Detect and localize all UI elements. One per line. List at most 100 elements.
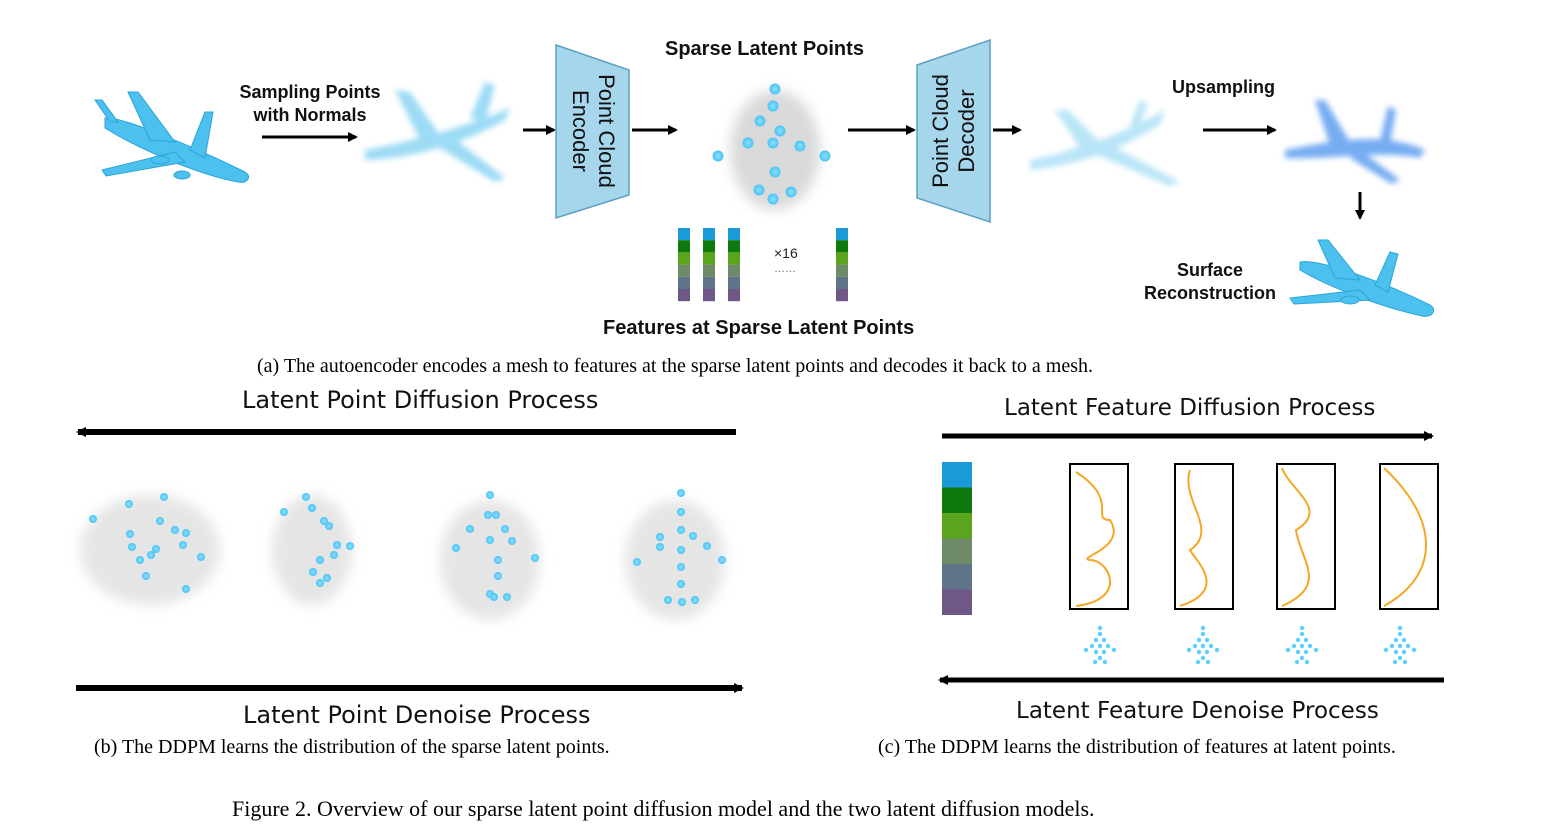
caption-a: (a) The autoencoder encodes a mesh to fe…	[257, 355, 1093, 377]
mini-point	[1097, 655, 1103, 661]
mini-point	[1102, 659, 1108, 665]
feature-cell	[678, 289, 690, 302]
feature-cell	[836, 252, 848, 265]
feature-column	[836, 228, 848, 302]
feature-cell	[678, 228, 690, 241]
distribution-curves	[1075, 467, 1427, 607]
mini-point	[1299, 625, 1305, 631]
feature-cell-large	[942, 564, 972, 590]
mini-point	[1402, 659, 1408, 665]
feature-cell	[728, 252, 740, 265]
sampling-label-line1: Sampling Points	[239, 82, 381, 102]
mini-point	[1204, 637, 1210, 643]
mini-point	[1294, 659, 1300, 665]
upsampling-label: Upsampling	[1172, 77, 1276, 97]
surface-label-line2: Reconstruction	[1143, 283, 1276, 303]
feature-cell	[703, 252, 715, 265]
airplane-reconstructed-mesh-icon	[1289, 239, 1435, 317]
panel-b-point-sets	[80, 489, 726, 620]
mini-point	[1295, 637, 1301, 643]
mini-point	[1093, 637, 1099, 643]
feature-cell	[703, 276, 715, 289]
feature-cell	[678, 240, 690, 253]
airplane-decoded-pointcloud-icon	[1030, 100, 1180, 186]
latent-point-denoise-label: Latent Point Denoise Process	[243, 701, 591, 729]
distribution-boxes	[1069, 463, 1439, 610]
mini-point	[1101, 649, 1107, 655]
mini-point	[1401, 649, 1407, 655]
mini-point	[1304, 659, 1310, 665]
mini-point	[1299, 631, 1305, 637]
feature-cell-large	[942, 589, 972, 615]
mini-point	[1208, 643, 1214, 649]
mini-point	[1295, 649, 1301, 655]
mini-point	[1383, 647, 1389, 653]
mini-point	[1393, 637, 1399, 643]
feature-cell	[678, 252, 690, 265]
feature-column	[678, 228, 690, 302]
times16-label: ×16	[774, 245, 798, 261]
feature-column	[728, 228, 740, 302]
caption-c: (c) The DDPM learns the distribution of …	[878, 736, 1396, 758]
encoder-label: Point Cloud Encoder	[567, 74, 619, 188]
encoder-label-line1: Point Cloud	[594, 74, 619, 188]
mini-point	[1205, 659, 1211, 665]
mini-point	[1089, 643, 1095, 649]
mini-point	[1200, 625, 1206, 631]
feature-columns-holder	[678, 228, 848, 302]
feature-cell	[728, 264, 740, 277]
feature-cell	[678, 276, 690, 289]
feature-cell	[728, 276, 740, 289]
feature-cell	[836, 264, 848, 277]
feature-cell-large	[942, 487, 972, 513]
mini-point	[1093, 649, 1099, 655]
feature-cell	[728, 228, 740, 241]
feature-cell-large	[942, 538, 972, 564]
latent-point-diffusion-label: Latent Point Diffusion Process	[242, 386, 599, 414]
mini-point	[1397, 631, 1403, 637]
decoder-label-line2: Decoder	[954, 89, 979, 173]
sparse-latent-points-label: Sparse Latent Points	[665, 38, 864, 60]
mini-point	[1200, 655, 1206, 661]
mini-point	[1397, 625, 1403, 631]
feature-cell	[703, 240, 715, 253]
mini-point	[1299, 655, 1305, 661]
mini-point	[1313, 647, 1319, 653]
mini-point	[1291, 643, 1297, 649]
mini-point	[1200, 643, 1206, 649]
mini-point	[1196, 649, 1202, 655]
surface-label-line1: Surface	[1176, 260, 1244, 280]
mini-point	[1393, 649, 1399, 655]
mini-point	[1401, 637, 1407, 643]
decoder-label: Point Cloud Decoder	[928, 74, 980, 188]
sampling-label: Sampling Points with Normals	[230, 81, 390, 127]
mini-point	[1192, 643, 1198, 649]
mini-point	[1307, 643, 1313, 649]
mini-point	[1214, 647, 1220, 653]
mini-point	[1389, 643, 1395, 649]
airplane-upsampled-pointcloud-icon	[1285, 100, 1425, 184]
feature-cell	[703, 264, 715, 277]
sparse-latent-points-top	[712, 83, 831, 210]
sampling-label-line2: with Normals	[253, 105, 367, 125]
features-at-sparse-label: Features at Sparse Latent Points	[603, 317, 915, 339]
feature-cell	[836, 289, 848, 302]
mini-point	[1097, 643, 1103, 649]
mini-point	[1101, 637, 1107, 643]
mini-point	[1303, 637, 1309, 643]
surface-reconstruction-label: Surface Reconstruction	[1128, 259, 1292, 305]
mini-point-sets	[1083, 625, 1417, 665]
mini-point	[1411, 647, 1417, 653]
encoder-block	[555, 43, 630, 220]
mini-point	[1186, 647, 1192, 653]
decoder-block	[916, 38, 991, 224]
mini-point	[1397, 643, 1403, 649]
mini-point	[1285, 647, 1291, 653]
mini-point	[1097, 631, 1103, 637]
feature-cell	[728, 289, 740, 302]
caption-b: (b) The DDPM learns the distribution of …	[94, 736, 610, 758]
feature-vector-large	[942, 462, 972, 615]
mini-point	[1092, 659, 1098, 665]
